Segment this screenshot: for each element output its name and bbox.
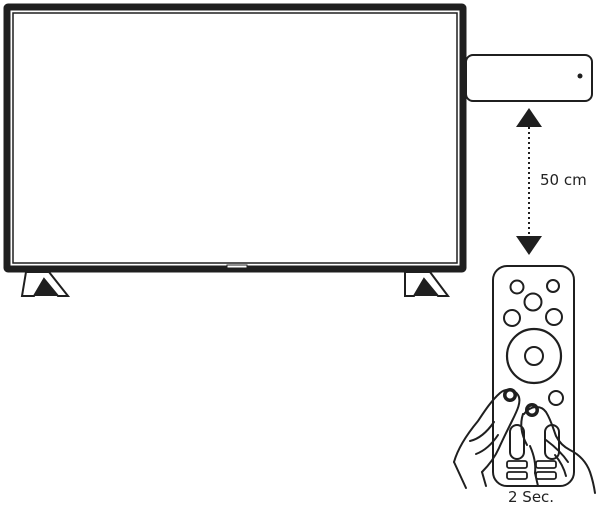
hold-duration-label: 2 Sec. — [508, 488, 555, 506]
remote-control-icon — [492, 265, 575, 487]
double-arrow-icon — [516, 108, 542, 255]
hands-icon — [453, 388, 596, 494]
tv-icon — [3, 3, 467, 297]
distance-label: 50 cm — [540, 171, 587, 189]
receiver-box-icon — [465, 54, 593, 102]
